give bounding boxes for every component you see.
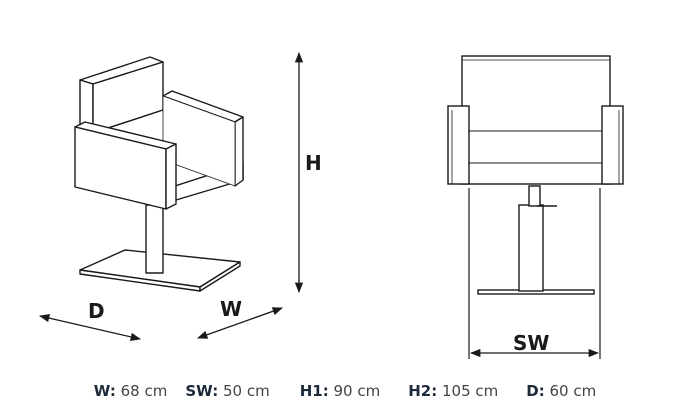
spec-h2-value: 105 cm — [442, 382, 499, 400]
front-lever — [528, 185, 541, 207]
chair-technical-drawing: H D W — [38, 51, 624, 359]
spec-seat-width-value: 50 cm — [223, 382, 270, 400]
spec-h1-value: 90 cm — [333, 382, 381, 400]
seat-width-dimension: SW — [468, 188, 601, 359]
chair-perspective-view — [74, 56, 244, 292]
height-label: H — [305, 151, 322, 175]
spec-h2: H2: 105 cm — [408, 382, 498, 400]
spec-depth: D: 60 cm — [526, 382, 596, 400]
front-arm-right — [601, 105, 624, 185]
width-dimension: W — [197, 297, 283, 339]
front-arm-left — [447, 105, 470, 185]
spec-h1: H1: 90 cm — [300, 382, 381, 400]
front-column — [518, 204, 544, 292]
spec-depth-value: 60 cm — [549, 382, 597, 400]
chair-column — [145, 204, 164, 274]
width-label: W — [220, 297, 242, 321]
depth-label: D — [88, 299, 105, 323]
spec-width-key: W: — [93, 382, 116, 400]
spec-h1-key: H1: — [299, 382, 329, 400]
spec-seat-width: SW: 50 cm — [185, 382, 269, 400]
specifications-row: W: 68 cm SW: 50 cm H1: 90 cm H2: 105 cm … — [0, 382, 690, 400]
spec-width: W: 68 cm — [94, 382, 168, 400]
front-backrest — [461, 55, 611, 185]
spec-seat-width-key: SW: — [185, 382, 219, 400]
spec-width-value: 68 cm — [120, 382, 168, 400]
spec-depth-key: D: — [526, 382, 545, 400]
height-dimension: H — [294, 51, 322, 294]
chair-front-view — [447, 55, 624, 295]
seat-width-label: SW — [513, 331, 549, 355]
spec-h2-key: H2: — [408, 382, 438, 400]
depth-dimension: D — [38, 299, 142, 341]
